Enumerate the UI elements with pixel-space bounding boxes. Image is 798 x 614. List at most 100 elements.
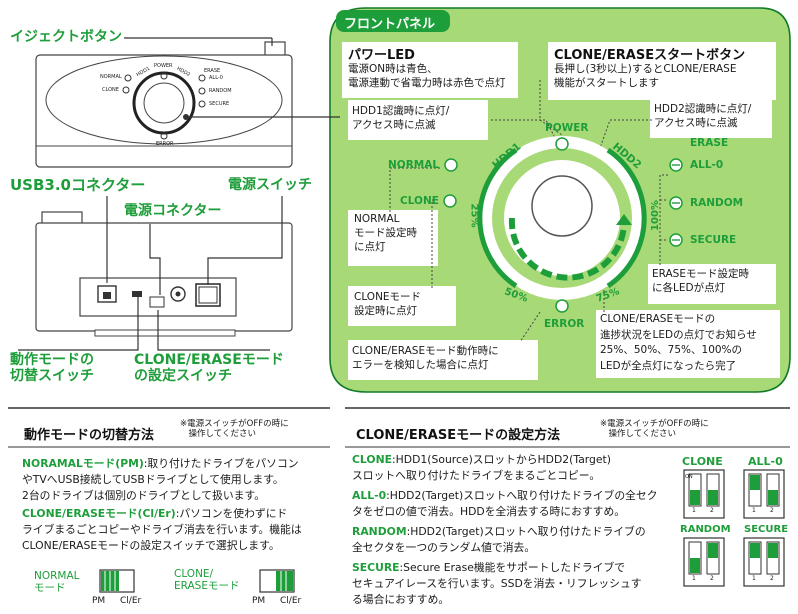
dip-random-n2: 2 — [710, 575, 714, 582]
device-label-error: ERROR — [156, 141, 174, 147]
eject-button-callout: イジェクトボタン — [10, 29, 122, 45]
mode-section-note: ※電源スイッチがOFFの時に 操作してください — [180, 419, 289, 439]
device-front-view — [35, 41, 293, 168]
eject-button[interactable] — [264, 41, 286, 57]
device-label-all0: ALL-0 — [209, 75, 223, 81]
mode-switch-callout: 動作モードの 切替スイッチ — [10, 352, 94, 384]
hdd2-desc: HDD2認識時に点灯/ アクセス時に点滅 — [654, 103, 752, 129]
device-label-secure: SECURE — [209, 101, 230, 107]
progress-desc-box — [596, 310, 780, 378]
panel-dial — [477, 136, 647, 300]
erase-desc: ERASEモード設定時 に各LEDが点灯 — [652, 268, 749, 294]
setting-secure-head: SECURE — [352, 561, 400, 574]
hdd2-desc-box — [650, 100, 772, 138]
dip-all0-n1: 1 — [752, 507, 756, 514]
normal-mode-head: NORAMALモード(PM) — [22, 457, 144, 470]
clone-mode-body: :パソコンを使わずにド ライブまるごとコピーやドライブ消去を行います。機能は C… — [22, 507, 302, 552]
dip-on-label: ON — [685, 474, 693, 480]
setting-clone: CLONE:HDD1(Source)スロットからHDD2(Target) スロッ… — [352, 452, 677, 484]
setting-all0: ALL-0:HDD2(Target)スロットへ取り付けたドライブの全セク タをゼ… — [352, 488, 677, 520]
dip-label-all0: ALL-0 — [748, 455, 783, 468]
dip-secure-n1: 1 — [752, 575, 756, 582]
device-label-random: RANDOM — [209, 88, 232, 94]
dip-label-secure: SECURE — [744, 524, 789, 535]
error-desc-box — [348, 340, 538, 380]
setting-secure: SECURE:Secure Erase機能をサポートしたドライブで セキュアイレ… — [352, 560, 677, 608]
dip-label-clone: CLONE — [682, 455, 723, 468]
clone-desc-box — [348, 286, 456, 326]
panel-secure-label: SECURE — [690, 234, 737, 246]
clone-erase-switch-callout: CLONE/ERASEモード の設定スイッチ — [134, 352, 284, 384]
front-panel-tab: フロントパネル — [344, 17, 436, 32]
percent-25: 25% — [468, 203, 480, 228]
normal-switch-illustration — [99, 569, 135, 593]
clone-led — [443, 194, 457, 208]
usb-connector-callout: USB3.0コネクター — [10, 176, 146, 194]
normal-desc: NORMAL モード設定時 に点灯 — [354, 213, 417, 253]
error-desc: CLONE/ERASEモード動作時に エラーを検知した場合に点灯 — [352, 345, 499, 371]
panel-random-label: RANDOM — [690, 197, 744, 209]
normal-mode-body: :取り付けたドライブをパソコン やTVへUSB接続してUSBドライブとして使用し… — [22, 457, 299, 502]
setting-secure-body: :Secure Erase機能をサポートしたドライブで セキュアイレースを行いま… — [352, 561, 642, 606]
panel-power-label: POWER — [545, 122, 589, 134]
setting-random-head: RANDOM — [352, 525, 407, 538]
erase-desc-box — [648, 264, 776, 304]
normal-mode-desc: NORAMALモード(PM):取り付けたドライブをパソコン やTVへUSB接続し… — [22, 456, 332, 504]
dip-all0 — [743, 469, 785, 519]
power-switch-callout: 電源スイッチ — [228, 177, 312, 193]
dip-random — [683, 537, 725, 587]
dip-switch[interactable] — [149, 296, 165, 308]
start-button-title: CLONE/ERASEスタートボタン — [554, 48, 746, 63]
panel-clone-label: CLONE — [400, 195, 439, 207]
normal-switch-label: NORMAL モード — [34, 570, 80, 594]
progress-desc: CLONE/ERASEモードの 進捗状況をLEDの点灯でお知らせ 25%、50%… — [600, 313, 757, 372]
power-led-desc-box — [342, 42, 518, 98]
power-led-title: パワーLED — [348, 48, 415, 63]
hdd1-desc-box — [348, 100, 488, 140]
device-label-erase: ERASE — [204, 68, 221, 74]
setting-all0-body: :HDD2(Target)スロットへ取り付けたドライブの全セク タをゼロの値で消… — [352, 489, 658, 518]
dip-secure-n2: 2 — [770, 575, 774, 582]
cler-label-1: Cl/Er — [120, 596, 142, 606]
device-label-normal: NORMAL — [100, 74, 122, 80]
percent-100: 100% — [649, 200, 661, 231]
cler-label-2: Cl/Er — [280, 596, 302, 606]
clone-section-note: ※電源スイッチがOFFの時に 操作してください — [600, 419, 709, 439]
setting-random: RANDOM:HDD2(Target)スロットへ取り付けたドライブの 全セクタを… — [352, 524, 677, 556]
dip-all0-n2: 2 — [770, 507, 774, 514]
pm-label-1: PM — [92, 596, 106, 606]
dip-clone-n1: 1 — [692, 507, 696, 514]
normal-led — [444, 158, 458, 172]
panel-normal-label: NORMAL — [388, 159, 440, 171]
normal-desc-box — [348, 210, 438, 266]
hdd1-desc: HDD1認識時に点灯/ アクセス時に点滅 — [352, 105, 450, 131]
panel-erase-label: ERASE — [690, 137, 729, 149]
panel-error-label: ERROR — [544, 318, 585, 330]
start-button[interactable] — [531, 175, 593, 237]
mode-switch[interactable] — [132, 291, 142, 297]
clone-section-title: CLONE/ERASEモードの設定方法 — [356, 428, 561, 443]
power-connector-callout: 電源コネクター — [124, 203, 222, 219]
error-led — [555, 299, 569, 313]
pm-label-2: PM — [252, 596, 266, 606]
clone-switch-label: CLONE/ ERASEモード — [174, 568, 240, 592]
dip-clone — [683, 469, 725, 519]
clone-mode-desc: CLONE/ERASEモード(Cl/Er):パソコンを使わずにド ライブまるごと… — [22, 506, 332, 554]
device-label-clone: CLONE — [102, 87, 119, 93]
device-rear-view — [35, 211, 293, 337]
setting-all0-head: ALL-0 — [352, 489, 387, 502]
setting-clone-body: :HDD1(Source)スロットからHDD2(Target) スロットへ取り付… — [352, 453, 611, 482]
mode-section-title: 動作モードの切替方法 — [24, 428, 155, 443]
setting-clone-head: CLONE — [352, 453, 393, 466]
dip-clone-n2: 2 — [710, 507, 714, 514]
power-led — [555, 137, 569, 151]
panel-all0-label: ALL-0 — [690, 159, 724, 171]
clone-mode-head: CLONE/ERASEモード(Cl/Er) — [22, 507, 176, 520]
dip-secure — [743, 537, 785, 587]
start-button-desc: 長押し(3秒以上)するとCLONE/ERASE 機能がスタートします — [554, 63, 737, 89]
start-button-desc-box — [548, 42, 776, 100]
dip-label-random: RANDOM — [680, 524, 731, 535]
setting-random-body: :HDD2(Target)スロットへ取り付けたドライブの 全セクタを一つのランダ… — [352, 525, 646, 554]
clone-desc: CLONEモード 設定時に点灯 — [354, 291, 422, 317]
